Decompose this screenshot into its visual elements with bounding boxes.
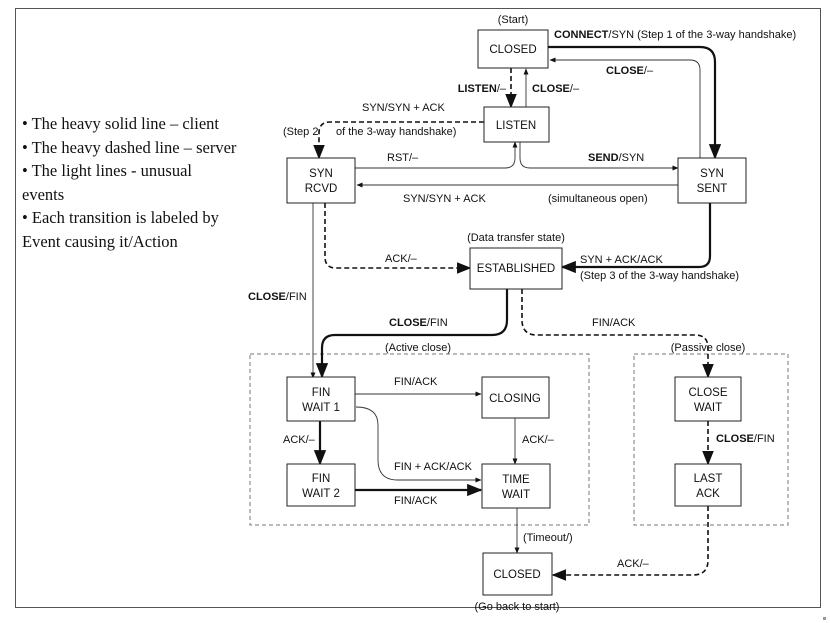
edge-rst (355, 141, 518, 169)
state-syn-rcvd: SYN RCVD (286, 157, 356, 204)
legend-notes: • The heavy solid line – client • The he… (22, 112, 237, 253)
note-transition-labels: • Each transition is labeled by Event ca… (22, 208, 219, 251)
state-time-wait: TIME WAIT (481, 463, 551, 509)
label-close-fin-closewait: CLOSE/FIN (716, 433, 775, 445)
label-fin-ack-closing: FIN/ACK (394, 376, 438, 388)
svg-text:LAST: LAST (694, 473, 723, 485)
label-listen: LISTEN/– (458, 83, 507, 95)
state-last-ack: LAST ACK (674, 463, 742, 507)
svg-text:CLOSING: CLOSING (489, 393, 541, 405)
svg-text:ACK: ACK (696, 488, 720, 500)
svg-text:WAIT: WAIT (502, 489, 530, 501)
step3-annotation: (Step 3 of the 3-way handshake) (580, 270, 739, 282)
label-rst: RST/– (387, 152, 419, 164)
start-annotation: (Start) (498, 14, 529, 26)
label-close-synsent: CLOSE/– (606, 65, 654, 77)
svg-text:CLOSED: CLOSED (493, 569, 540, 581)
data-transfer-annotation: (Data transfer state) (467, 232, 565, 244)
note-heavy-solid: • The heavy solid line – client (22, 114, 220, 133)
label-synack-ack: SYN + ACK/ACK (580, 254, 664, 266)
corner-dot (823, 617, 826, 620)
svg-text:SYN: SYN (309, 168, 333, 180)
diagram-frame (15, 8, 821, 608)
label-syn-synack-mid: SYN/SYN + ACK (403, 193, 487, 205)
timeout-annotation: (Timeout/) (523, 532, 573, 544)
step2-annotation: (Step 2 (283, 126, 318, 138)
edge-ack-last (551, 506, 709, 581)
label-fin-ack-ack: FIN + ACK/ACK (394, 461, 473, 473)
state-syn-sent: SYN SENT (677, 157, 747, 204)
state-listen: LISTEN (483, 106, 550, 143)
state-established: ESTABLISHED (469, 247, 563, 290)
label-close-listen: CLOSE/– (532, 83, 580, 95)
state-close-wait: CLOSE WAIT (674, 376, 742, 422)
svg-text:FIN: FIN (312, 473, 331, 485)
svg-text:CLOSE: CLOSE (689, 387, 728, 399)
svg-text:SYN: SYN (700, 168, 724, 180)
edge-send (519, 142, 679, 171)
state-closing: CLOSING (481, 376, 550, 419)
passive-close-annotation: (Passive close) (671, 342, 746, 354)
svg-text:WAIT 1: WAIT 1 (302, 402, 340, 414)
label-ack-last: ACK/– (617, 558, 650, 570)
label-fin-ack-est: FIN/ACK (592, 317, 636, 329)
svg-text:FIN: FIN (312, 387, 331, 399)
label-ack-fw1: ACK/– (283, 434, 316, 446)
svg-text:RCVD: RCVD (305, 183, 338, 195)
note-heavy-dashed: • The heavy dashed line – server (22, 137, 237, 157)
label-ack-established: ACK/– (385, 253, 418, 265)
label-close-fin-est: CLOSE/FIN (389, 317, 448, 329)
label-connect: CONNECT/SYN (Step 1 of the 3-way handsha… (554, 29, 796, 41)
edge-synack-ack (560, 203, 712, 274)
label-send: SEND/SYN (588, 152, 644, 164)
go-back-annotation: (Go back to start) (475, 601, 560, 613)
active-close-annotation: (Active close) (385, 342, 451, 354)
svg-text:SENT: SENT (697, 183, 728, 195)
note-light-lines: • The light lines - unusual events (22, 161, 192, 204)
step2-tail-annotation: of the 3-way handshake) (336, 126, 456, 138)
edge-fin-ack-ack (355, 406, 482, 483)
edge-fin-ack-established (521, 289, 714, 379)
edge-close-fin-established (315, 289, 509, 379)
label-syn-synack-top: SYN/SYN + ACK (362, 102, 446, 114)
state-fin-wait-2: FIN WAIT 2 (286, 463, 356, 507)
label-fin-ack-fw2: FIN/ACK (394, 495, 438, 507)
simultaneous-annotation: (simultaneous open) (548, 193, 648, 205)
svg-text:WAIT 2: WAIT 2 (302, 488, 340, 500)
svg-text:LISTEN: LISTEN (496, 120, 536, 132)
state-closed-top: CLOSED (477, 29, 549, 69)
state-fin-wait-1: FIN WAIT 1 (286, 376, 356, 422)
edge-close-synsent (549, 57, 701, 160)
label-ack-closing: ACK/– (522, 434, 555, 446)
active-close-group (249, 353, 590, 526)
edge-syn-synack-listen (313, 121, 484, 160)
passive-close-group (633, 353, 789, 526)
state-closed-bottom: CLOSED (482, 552, 553, 596)
label-close-fin-left: CLOSE/FIN (248, 291, 307, 303)
edge-connect (548, 45, 722, 160)
svg-text:ESTABLISHED: ESTABLISHED (477, 263, 555, 275)
svg-text:CLOSED: CLOSED (489, 44, 536, 56)
svg-text:WAIT: WAIT (694, 402, 722, 414)
svg-text:TIME: TIME (502, 474, 530, 486)
